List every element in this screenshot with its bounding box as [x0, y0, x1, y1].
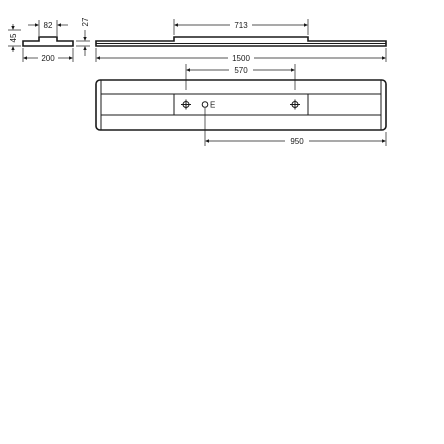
- dim-45: 45: [8, 24, 21, 52]
- dim-27: 27: [76, 17, 90, 56]
- housing-outline: [95, 79, 387, 131]
- dim-200: 200: [22, 48, 74, 63]
- fixing-hole-right-icon: [290, 99, 300, 110]
- dim-570: 570: [185, 64, 296, 90]
- cable-entry-icon: [201, 101, 209, 108]
- front-view: 713 1500: [95, 19, 387, 63]
- dim-1500-label: 1500: [232, 54, 250, 63]
- dim-82-label: 82: [44, 21, 53, 30]
- dim-200-label: 200: [41, 54, 55, 63]
- front-profile: [95, 36, 387, 47]
- dim-713: 713: [173, 19, 309, 35]
- gear-tray: [173, 93, 309, 116]
- dim-570-label: 570: [234, 66, 248, 75]
- side-profile: [22, 36, 74, 47]
- side-view: 82 200 45: [8, 17, 90, 63]
- fixing-hole-left-icon: [181, 99, 191, 110]
- dim-27-label: 27: [81, 17, 90, 26]
- dim-45-label: 45: [9, 33, 18, 42]
- dim-713-label: 713: [234, 21, 248, 30]
- bottom-view: E 570 950: [95, 64, 387, 146]
- dim-950: 950: [204, 108, 387, 146]
- dim-950-label: 950: [290, 137, 304, 146]
- cable-entry: E: [201, 101, 215, 110]
- dim-82: 82: [28, 20, 68, 36]
- dim-1500: 1500: [95, 48, 387, 63]
- cable-entry-label: E: [210, 101, 215, 110]
